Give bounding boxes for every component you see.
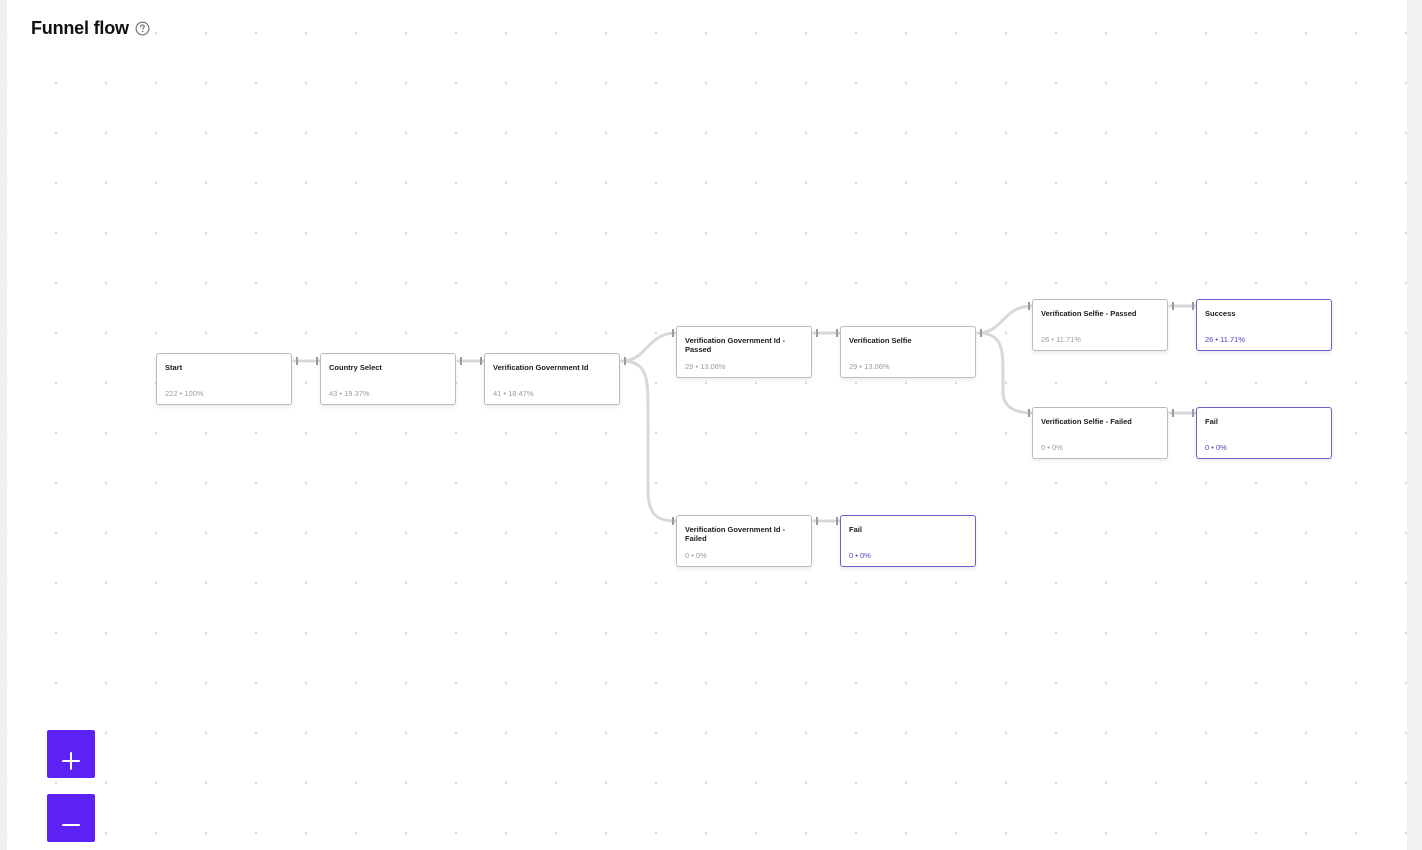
handle-passed-in — [672, 329, 674, 337]
node-fail-government-id[interactable]: Fail 0 • 0% — [840, 515, 976, 567]
node-label: Verification Government Id - Failed — [685, 525, 786, 543]
node-verification-government-id-failed[interactable]: Verification Government Id - Failed 0 • … — [676, 515, 812, 567]
edge-selfie-to-selfie-failed — [976, 331, 1034, 415]
node-label: Fail — [849, 525, 862, 534]
node-stats: 0 • 0% — [1205, 443, 1227, 452]
node-label: Country Select — [329, 363, 382, 372]
edge-government-id-to-failed — [620, 359, 678, 523]
edge-selfie-to-selfie-passed — [976, 304, 1034, 335]
handle-start-out — [296, 357, 298, 365]
node-fail-selfie[interactable]: Fail 0 • 0% — [1196, 407, 1332, 459]
node-stats: 26 • 11.71% — [1041, 335, 1082, 344]
zoom-in-button[interactable] — [47, 730, 95, 778]
page-title: Funnel flow — [31, 18, 129, 38]
node-label: Verification Government Id — [493, 363, 589, 372]
handle-failed-in — [672, 517, 674, 525]
node-label: Success — [1205, 309, 1236, 318]
node-success[interactable]: Success 26 • 11.71% — [1196, 299, 1332, 351]
node-verification-government-id[interactable]: Verification Government Id 41 • 18.47% — [484, 353, 620, 405]
node-label: Fail — [1205, 417, 1218, 426]
node-verification-selfie-passed[interactable]: Verification Selfie - Passed 26 • 11.71% — [1032, 299, 1168, 351]
funnel-flow-panel: Funnel flow — [7, 0, 1407, 850]
node-verification-selfie[interactable]: Verification Selfie 29 • 13.06% — [840, 326, 976, 378]
handle-passed-out — [816, 329, 818, 337]
question-circle-icon[interactable] — [135, 21, 150, 36]
node-stats: 26 • 11.71% — [1205, 335, 1246, 344]
node-label: Verification Selfie - Failed — [1041, 417, 1132, 426]
header: Funnel flow — [31, 18, 150, 39]
node-stats: 29 • 13.06% — [685, 362, 726, 371]
node-stats: 0 • 0% — [849, 551, 871, 560]
handle-selfie-out — [980, 329, 982, 337]
handle-selfie-in — [836, 329, 838, 337]
handle-selfie-passed-out — [1172, 302, 1174, 310]
handle-verification-government-id-out — [624, 357, 626, 365]
node-stats: 0 • 0% — [685, 551, 707, 560]
handle-fail-selfie-in — [1192, 409, 1194, 417]
plus-icon — [62, 752, 80, 770]
node-verification-selfie-failed[interactable]: Verification Selfie - Failed 0 • 0% — [1032, 407, 1168, 459]
minus-icon — [62, 824, 80, 826]
node-stats: 43 • 19.37% — [329, 389, 370, 398]
node-verification-government-id-passed[interactable]: Verification Government Id - Passed 29 •… — [676, 326, 812, 378]
node-stats: 0 • 0% — [1041, 443, 1063, 452]
zoom-out-button[interactable] — [47, 794, 95, 842]
handle-success-in — [1192, 302, 1194, 310]
handle-government-id-failed-out — [816, 517, 818, 525]
node-country-select[interactable]: Country Select 43 • 19.37% — [320, 353, 456, 405]
node-start[interactable]: Start 222 • 100% — [156, 353, 292, 405]
edge-government-id-to-passed — [620, 331, 678, 363]
node-label: Verification Selfie - Passed — [1041, 309, 1137, 318]
node-label: Verification Selfie — [849, 336, 912, 345]
node-stats: 29 • 13.06% — [849, 362, 890, 371]
node-label: Verification Government Id - Passed — [685, 336, 786, 354]
handle-fail-government-id-in — [836, 517, 838, 525]
handle-selfie-passed-in — [1028, 302, 1030, 310]
handle-country-select-in — [316, 357, 318, 365]
handle-selfie-failed-in — [1028, 409, 1030, 417]
node-label: Start — [165, 363, 183, 372]
node-stats: 41 • 18.47% — [493, 389, 534, 398]
handle-country-select-out — [460, 357, 462, 365]
node-stats: 222 • 100% — [165, 389, 204, 398]
handle-selfie-failed-out — [1172, 409, 1174, 417]
handle-verification-government-id-in — [480, 357, 482, 365]
